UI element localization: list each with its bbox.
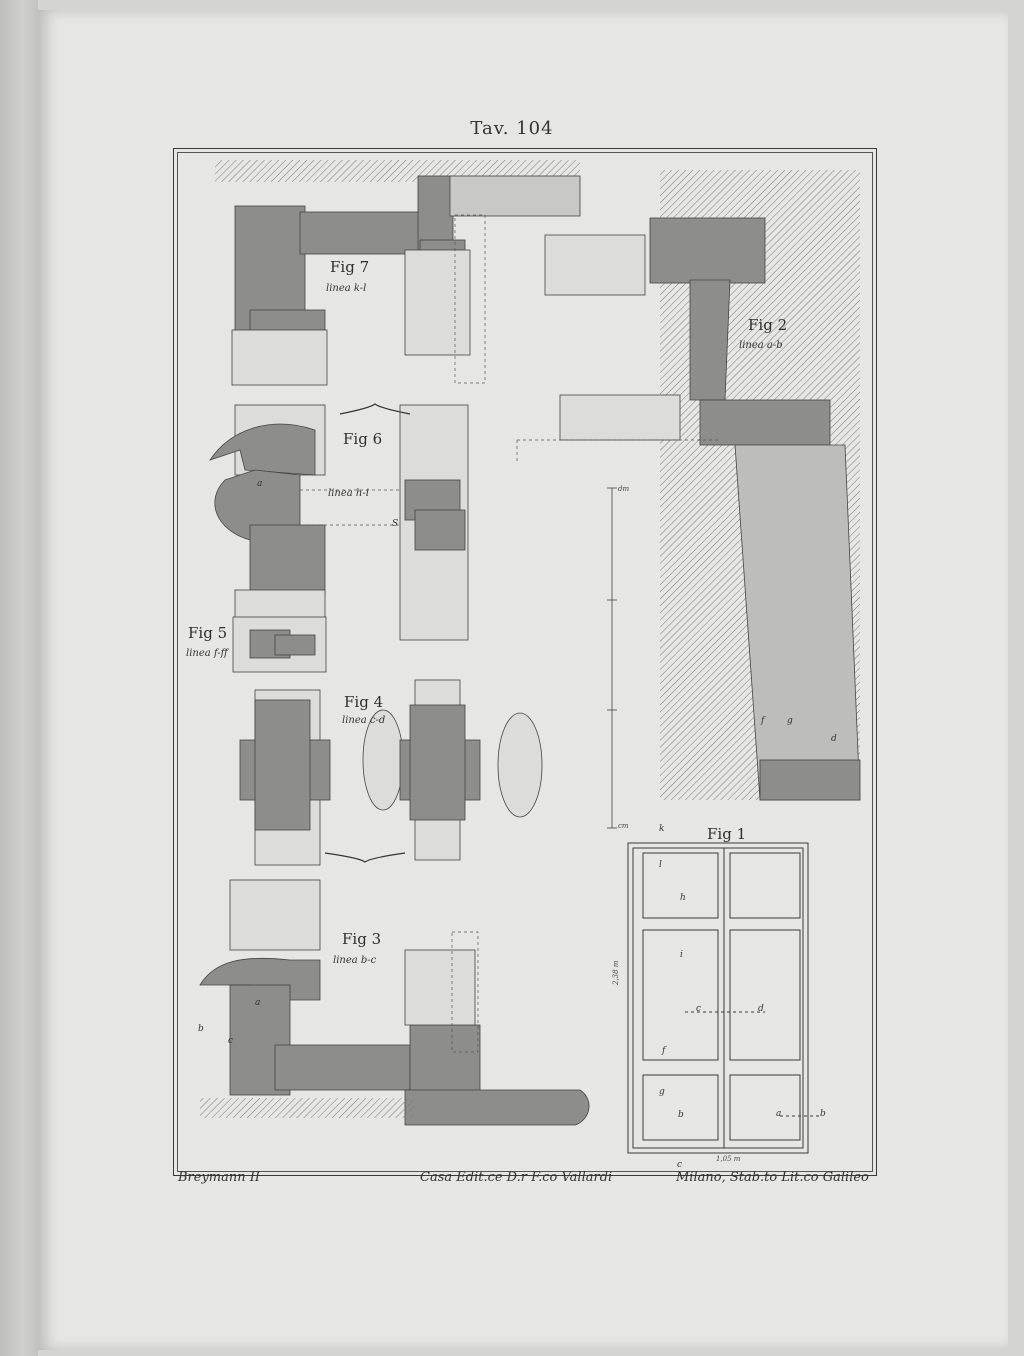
- plate-frame: [173, 148, 877, 1176]
- fig3-label: Fig 3: [342, 930, 382, 948]
- letter-a-fig3: a: [255, 998, 261, 1008]
- scale-top-label: dm: [618, 485, 630, 493]
- letter-c-fig3: c: [228, 1036, 234, 1046]
- letter-c: c: [696, 1004, 702, 1014]
- letter-g: g: [659, 1087, 665, 1097]
- letter-b: b: [678, 1110, 684, 1120]
- fig4-line: linea c-d: [342, 715, 386, 726]
- width-dimension: 1,05 m: [716, 1155, 741, 1163]
- scale-bottom-label: cm: [618, 822, 629, 830]
- fig2-label: Fig 2: [748, 316, 788, 334]
- letter-d: d: [758, 1004, 764, 1014]
- fig4-section: [239, 679, 543, 866]
- fig5-section: [232, 616, 327, 673]
- letter-k: k: [659, 824, 665, 834]
- letter-f: f: [662, 1046, 666, 1056]
- letter-a: a: [257, 479, 263, 489]
- letter-s: S: [392, 519, 399, 529]
- fig7-section: [215, 160, 581, 386]
- letter-b-fig3: b: [198, 1024, 204, 1034]
- height-dimension: 2,38 m: [612, 960, 620, 985]
- fig6-line: linea h-i: [328, 488, 369, 499]
- scale-bar: [607, 487, 617, 829]
- letter-h: h: [680, 893, 686, 903]
- letter-d-fig2: d: [831, 734, 837, 744]
- fig4-label: Fig 4: [344, 693, 384, 711]
- letter-l: l: [659, 860, 662, 870]
- fig3-line: linea b-c: [333, 955, 377, 966]
- credit-publisher: Casa Edit.ce D.r F.co Vallardi: [420, 1170, 613, 1185]
- fig5-line: linea f-ff: [186, 648, 228, 659]
- credit-printer: Milano, Stab.to Lit.co Galileo: [676, 1170, 869, 1185]
- fig3-section: [199, 879, 590, 1126]
- fig7-line: linea k-l: [326, 283, 367, 294]
- letter-f-fig2: f: [761, 716, 765, 726]
- book-spine-edge: [0, 0, 38, 1356]
- fig5-label: Fig 5: [188, 624, 228, 642]
- fig2-line: linea a-b: [739, 340, 783, 351]
- fig1-door-elevation: [627, 842, 822, 1154]
- letter-e: c: [677, 1160, 683, 1170]
- plate-title: Tav. 104: [470, 118, 554, 139]
- letter-a-fig1: a: [776, 1109, 782, 1119]
- fig2-section: [544, 170, 861, 801]
- letter-g-fig2: g: [787, 716, 793, 726]
- fig1-label: Fig 1: [707, 825, 747, 843]
- fig6-label: Fig 6: [343, 430, 383, 448]
- letter-i: i: [680, 950, 683, 960]
- fig7-label: Fig 7: [330, 258, 370, 276]
- fig6-section: [209, 404, 469, 641]
- credit-author: Breymann II: [178, 1170, 261, 1185]
- letter-b-fig1: b: [820, 1109, 826, 1119]
